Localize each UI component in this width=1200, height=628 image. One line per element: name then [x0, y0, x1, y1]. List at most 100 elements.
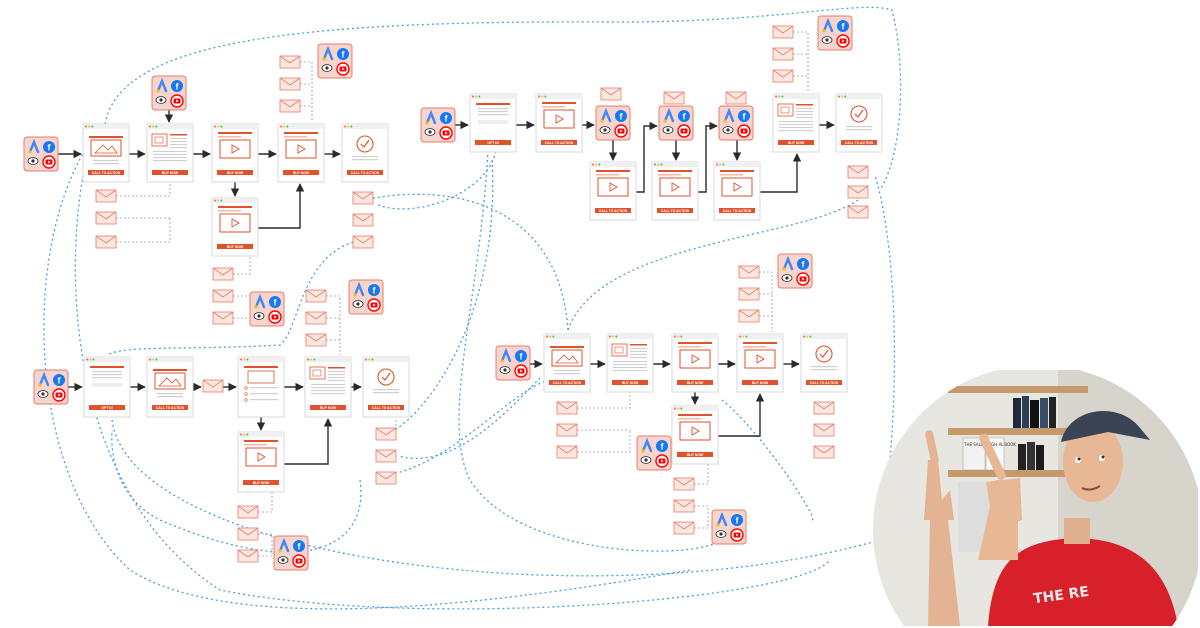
headline-bar — [218, 206, 252, 208]
window-dot — [674, 335, 676, 338]
google-ads-icon — [353, 281, 365, 297]
form-image — [247, 370, 275, 384]
check-icon — [819, 349, 829, 358]
facebook-icon: f — [171, 80, 183, 92]
text-line — [779, 127, 813, 129]
window-dot — [214, 125, 216, 128]
email-icon — [352, 235, 374, 249]
email-icon — [375, 427, 397, 441]
svg-text:f: f — [842, 22, 846, 32]
text-line — [796, 111, 813, 113]
headline-bar — [476, 103, 510, 105]
youtube-icon — [42, 155, 56, 169]
google-ads-icon — [600, 107, 612, 123]
text-line — [554, 370, 580, 372]
google-ads-icon — [322, 45, 334, 61]
email-link — [326, 295, 341, 355]
retarget-link — [379, 379, 554, 477]
window-dot — [775, 95, 777, 98]
shelf — [948, 386, 1088, 393]
google-ads-icon — [38, 371, 50, 387]
ad-sources-tile: f — [595, 105, 631, 141]
headline-bar — [720, 170, 754, 172]
text-line — [846, 126, 872, 128]
hand-left — [924, 460, 954, 520]
email-icon — [202, 379, 224, 393]
text-line — [93, 160, 119, 162]
email-icon — [352, 213, 374, 227]
window-dot — [841, 95, 844, 98]
window-dot — [286, 125, 289, 128]
window-dot — [549, 335, 552, 338]
window-dot — [472, 95, 474, 98]
cta-button — [841, 140, 877, 145]
check-icon — [854, 109, 864, 118]
play-icon — [297, 144, 306, 154]
cta-button — [657, 208, 693, 213]
text-line — [352, 156, 378, 158]
google-ads-icon — [425, 109, 437, 125]
facebook-icon: f — [269, 296, 281, 308]
text-line — [779, 121, 813, 123]
product-icon — [312, 369, 322, 377]
hero-image — [90, 139, 122, 157]
youtube-icon — [367, 298, 381, 312]
google-ads-icon — [28, 138, 40, 154]
text-line — [630, 354, 647, 356]
video-frame — [543, 109, 575, 129]
window-dot — [541, 95, 544, 98]
ad-sources-tile: f — [777, 253, 813, 289]
button-label: CALL TO ACTION — [156, 406, 185, 410]
google-ads-icon — [500, 347, 512, 363]
text-line — [630, 351, 647, 353]
youtube-icon — [439, 126, 453, 140]
ad-sources-tile: f — [420, 107, 456, 143]
browser-bar — [607, 334, 653, 339]
svg-text:f: f — [298, 542, 302, 552]
check-circle-icon — [850, 105, 868, 123]
face — [1063, 422, 1123, 502]
text-line — [93, 163, 119, 165]
email-icon — [305, 311, 327, 325]
button-label: BUY NOW — [227, 245, 244, 249]
window-dot — [809, 335, 812, 338]
browser-bar — [590, 162, 636, 167]
headline-bar — [153, 369, 187, 371]
svg-text:f: f — [802, 260, 806, 270]
button-label: BUY NOW — [227, 171, 244, 175]
svg-text:f: f — [520, 352, 524, 362]
product-image — [151, 133, 168, 147]
youtube-icon — [52, 388, 66, 402]
retarget-link — [104, 6, 902, 191]
button-label: BUY NOW — [293, 171, 310, 175]
text-line — [328, 377, 345, 379]
retarget-link — [394, 159, 494, 431]
email-link — [258, 492, 273, 513]
svg-text:f: f — [620, 112, 624, 122]
check-icon — [360, 139, 370, 148]
email-icon — [95, 189, 117, 203]
button-label: CALL TO ACTION — [553, 381, 582, 385]
google-ads-icon — [641, 437, 653, 453]
flow-arrow — [698, 121, 718, 193]
play-icon — [555, 114, 564, 124]
email-link — [233, 296, 251, 319]
youtube-icon — [677, 124, 691, 138]
play-icon — [231, 144, 240, 154]
cta-button — [368, 405, 404, 410]
window-dot — [674, 407, 676, 410]
hero-page: CALL TO ACTION — [146, 356, 194, 418]
messenger-icon — [352, 300, 364, 308]
window-dot — [246, 358, 249, 361]
browser-bar — [238, 357, 284, 362]
input-field — [92, 383, 122, 387]
cta-button — [243, 480, 279, 485]
email-icon — [556, 423, 578, 437]
google-ads-icon — [663, 107, 675, 123]
cta-button — [806, 380, 842, 385]
user-icon — [244, 386, 248, 390]
email-icon — [847, 165, 869, 179]
headline-bar — [170, 134, 187, 136]
window-dot — [347, 125, 350, 128]
button-label: BUY NOW — [687, 453, 704, 457]
